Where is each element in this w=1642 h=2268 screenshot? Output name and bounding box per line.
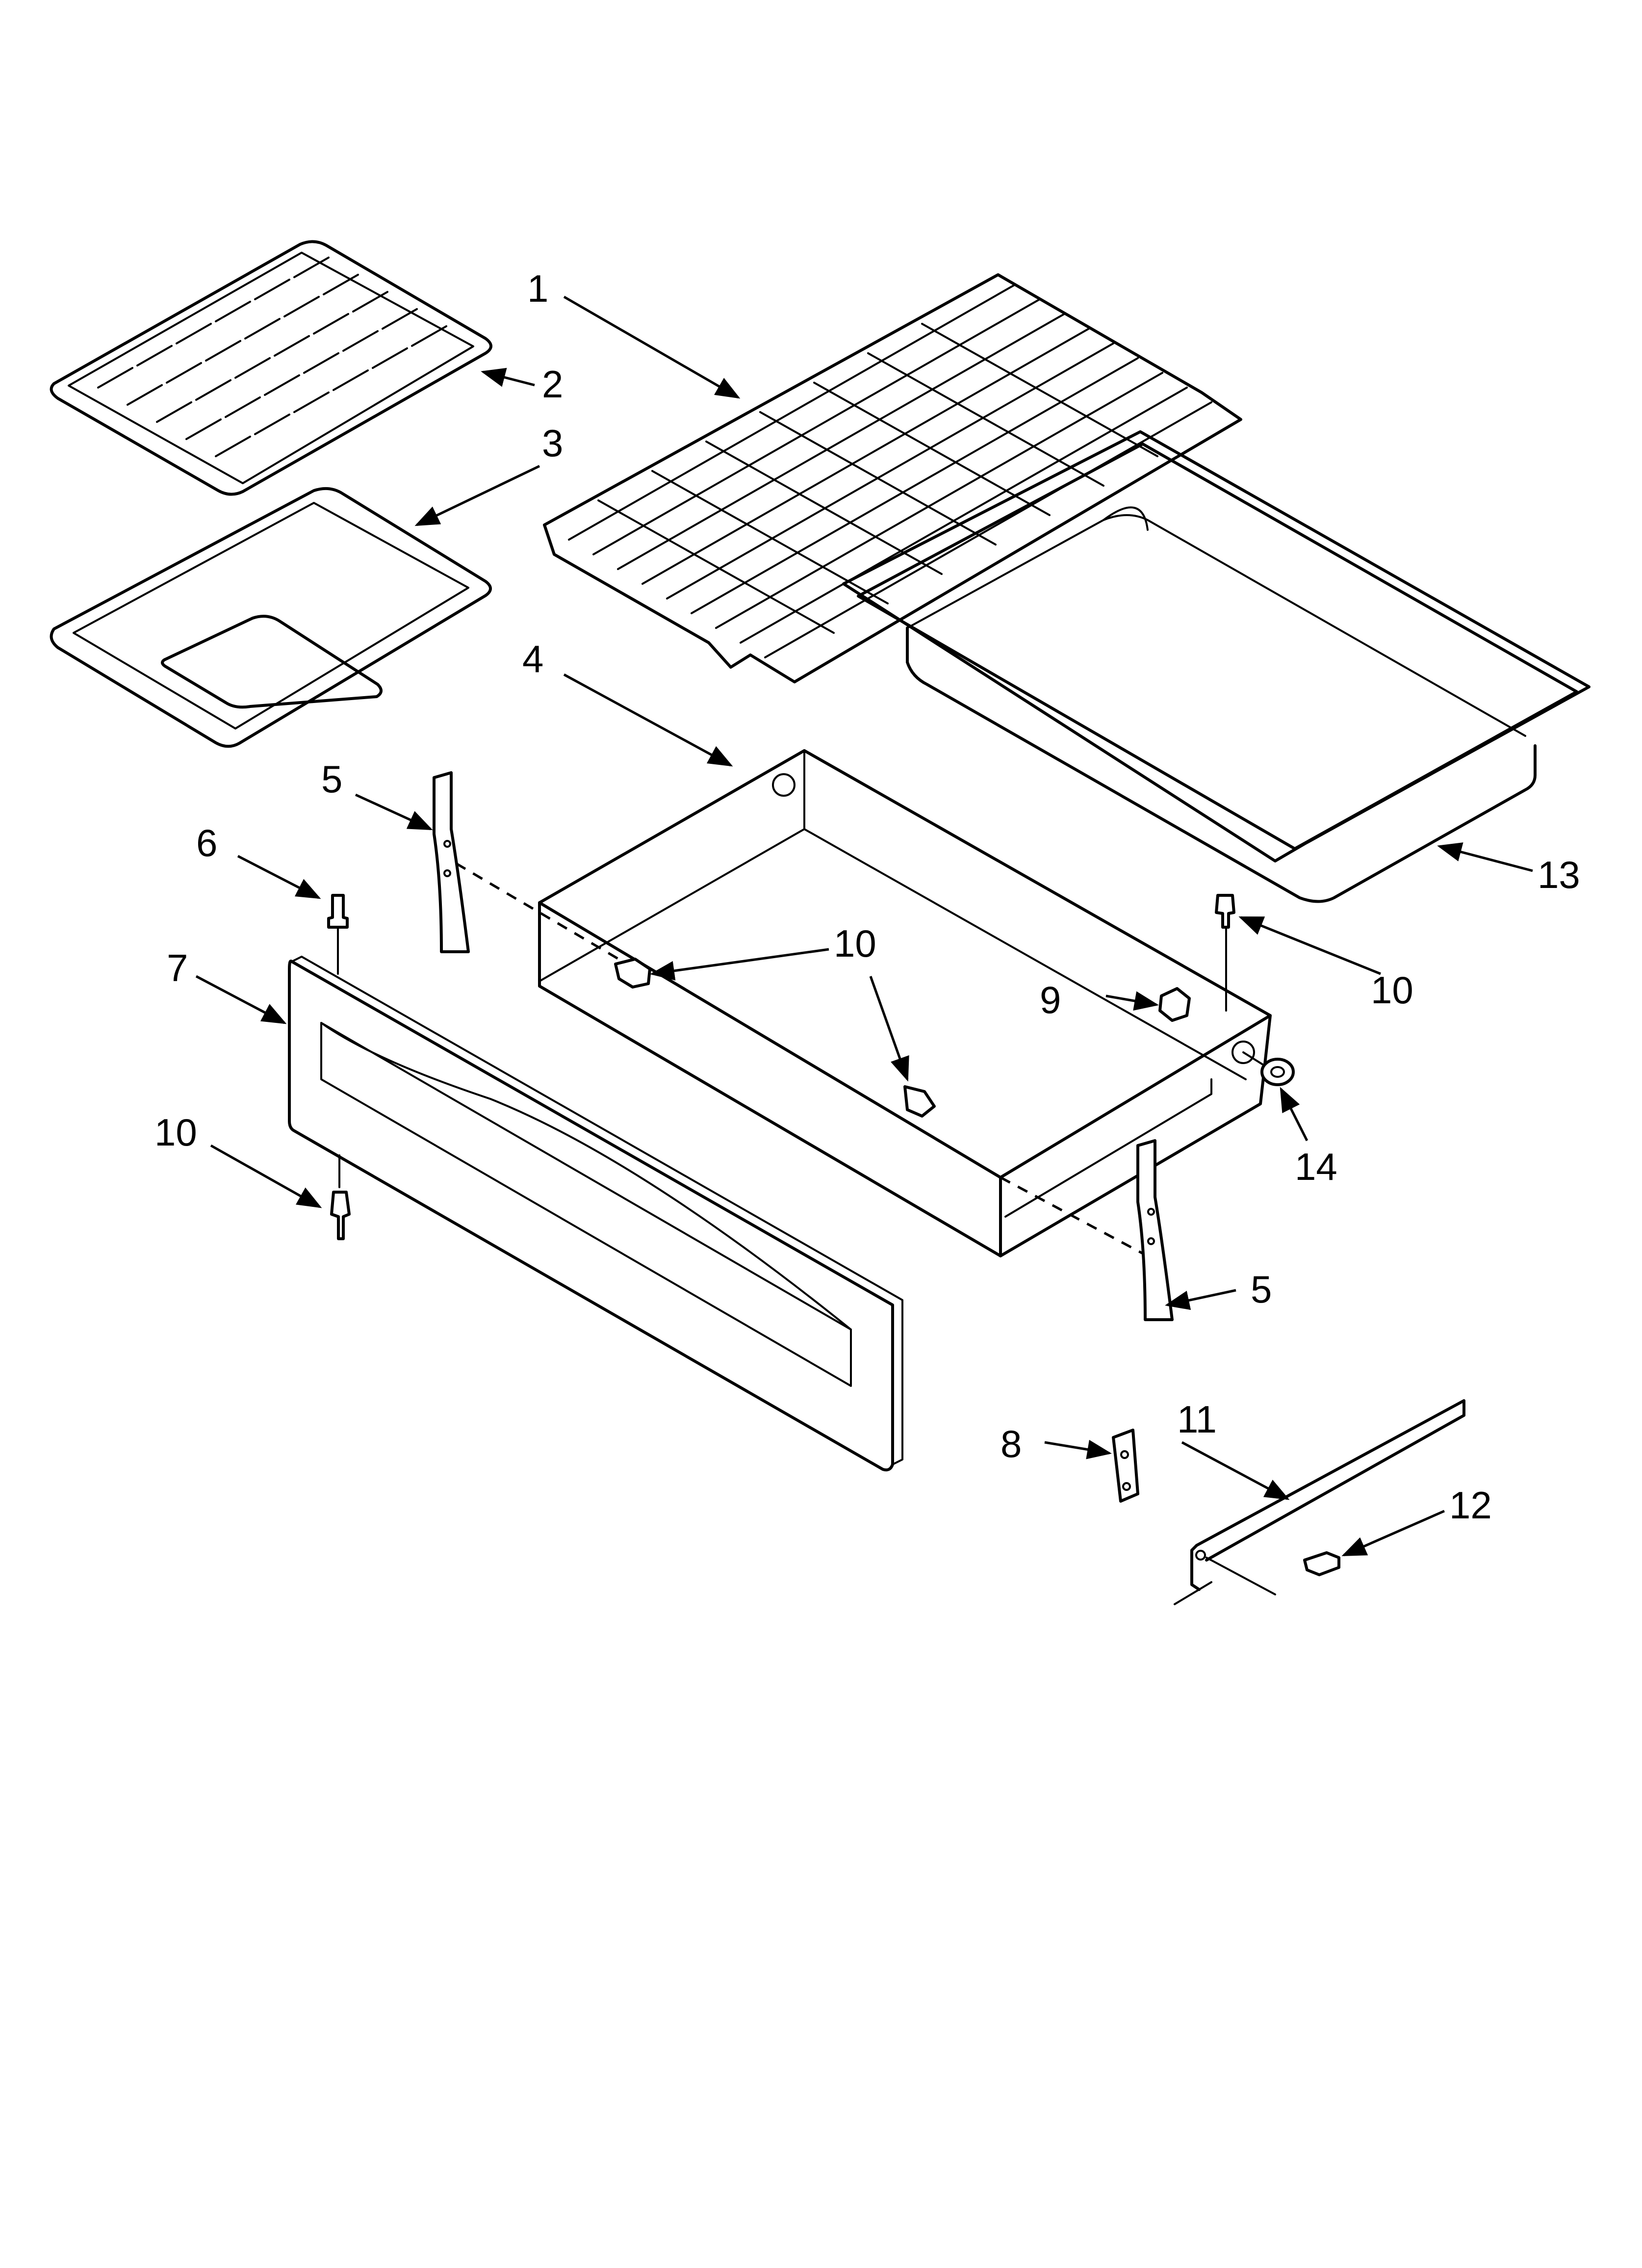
screw-drawer-left xyxy=(614,958,651,989)
rail-screw xyxy=(1303,1551,1340,1576)
broiler-pan xyxy=(50,487,492,748)
drawer-body xyxy=(538,749,1272,1257)
callout-10-right: 10 xyxy=(1371,968,1413,1012)
callout-labels: 1 2 3 4 5 6 7 10 10 10 9 14 5 8 11 12 13 xyxy=(154,267,1580,1527)
stud xyxy=(327,894,349,975)
callout-9: 9 xyxy=(1040,978,1061,1021)
grid-slots xyxy=(97,257,447,457)
callout-14: 14 xyxy=(1295,1145,1337,1188)
callout-5-right: 5 xyxy=(1251,1268,1272,1311)
callout-11: 11 xyxy=(1177,1398,1217,1441)
slide-left-guide xyxy=(455,862,624,963)
rail xyxy=(1174,1399,1465,1605)
callout-1: 1 xyxy=(527,267,548,310)
callout-6: 6 xyxy=(196,821,217,864)
callout-5-left: 5 xyxy=(321,757,342,801)
callout-8: 8 xyxy=(1001,1422,1022,1465)
screw-drawer-middle xyxy=(903,1085,936,1118)
slide-right-guide xyxy=(1000,1176,1144,1255)
bracket xyxy=(1112,1429,1139,1503)
callout-13: 13 xyxy=(1538,853,1580,896)
nut xyxy=(1158,987,1191,1022)
rack-wires xyxy=(568,284,1212,658)
screw-drawer-right xyxy=(1215,894,1235,1012)
drawer-slide-left xyxy=(433,771,470,953)
screw-front-bottom xyxy=(330,1154,351,1240)
drawer-slide-right xyxy=(1136,1139,1174,1321)
callout-2: 2 xyxy=(542,363,563,406)
broiler-grid xyxy=(50,240,492,496)
callout-10-front: 10 xyxy=(154,1111,197,1154)
callout-7: 7 xyxy=(167,946,188,990)
callout-10-drawer: 10 xyxy=(834,922,876,965)
roller xyxy=(1242,1051,1295,1086)
callout-12: 12 xyxy=(1449,1484,1492,1527)
drawer-front xyxy=(288,956,903,1472)
oven-rack xyxy=(543,273,1242,683)
callout-4: 4 xyxy=(522,637,543,680)
leader-lines xyxy=(195,295,1533,1557)
drawer-liner xyxy=(842,430,1591,903)
callout-3: 3 xyxy=(542,421,563,465)
